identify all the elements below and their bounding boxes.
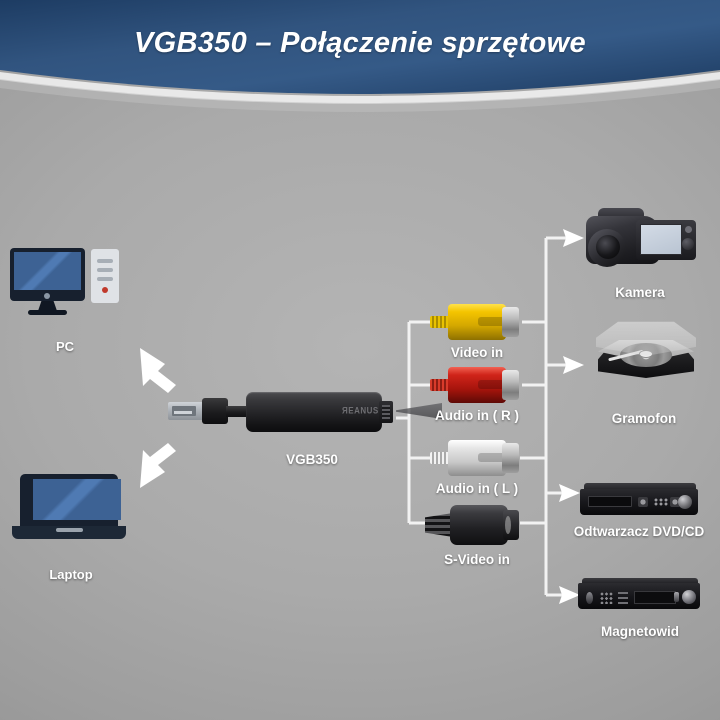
rca-connector-yellow-icon [430, 304, 525, 340]
laptop-base-icon [12, 526, 126, 539]
monitor-body-icon [10, 248, 85, 301]
monitor-led-icon [44, 293, 50, 299]
audio-in-r-label: Audio in ( R ) [435, 408, 519, 423]
vcr-icon [578, 578, 700, 612]
dongle-brand-mark-icon: ЯEANUS [342, 405, 379, 416]
camcorder-lcd-frame-icon [636, 220, 696, 260]
vcr-top-panel-icon [582, 578, 698, 584]
video-in-label: Video in [450, 345, 504, 360]
usb-cable-icon [226, 406, 250, 417]
rca-connector-red-icon [430, 367, 525, 403]
dvd-player-icon [580, 483, 698, 519]
dongle-connector-tip-icon [379, 401, 393, 423]
rca-connector-white-icon [430, 440, 525, 476]
laptop-lid-icon [20, 474, 121, 526]
usb-strain-relief-icon [202, 398, 228, 424]
rca-pin-icon [430, 316, 450, 328]
s-video-connector-icon [425, 505, 523, 545]
laptop-screen-icon [33, 479, 121, 520]
laptop-label: Laptop [49, 567, 93, 582]
vcr-buttons-icon [600, 592, 613, 604]
rca-metal-ring-icon [502, 370, 519, 400]
usb-contact-icon [172, 406, 196, 416]
vgb350-device-icon: ЯEANUS [168, 392, 442, 442]
dvd-control-pad-icon [638, 497, 648, 507]
pc-tower-icon [91, 249, 119, 303]
monitor-stand-neck-icon [38, 301, 57, 311]
magnetowid-label: Magnetowid [601, 624, 679, 639]
camcorder-dial-icon [682, 238, 694, 250]
dvd-tray-icon [588, 496, 632, 507]
tower-power-led-icon [102, 287, 108, 293]
camcorder-button-icon [685, 226, 692, 233]
vgb350-label: VGB350 [286, 452, 338, 467]
audio-in-l-label: Audio in ( L ) [435, 481, 519, 496]
rca-groove-icon [478, 317, 512, 326]
dvd-control-pad-icon [670, 497, 680, 507]
s-video-in-label: S-Video in [444, 552, 510, 567]
tower-slot-icon [97, 268, 113, 272]
rca-pin-icon [430, 452, 450, 464]
pc-icon [10, 248, 120, 328]
rca-groove-icon [478, 380, 512, 389]
monitor-stand-base-icon [28, 310, 67, 315]
laptop-touchpad-icon [56, 528, 83, 532]
gramofon-label: Gramofon [611, 411, 677, 426]
pc-label: PC [55, 339, 75, 354]
rca-pin-icon [430, 379, 450, 391]
tower-slot-icon [97, 277, 113, 281]
header-banner: VGB350 – Połączenie sprzętowe [0, 0, 720, 112]
camcorder-lcd-icon [640, 224, 682, 255]
rca-barrel-icon [448, 440, 512, 476]
dongle-body-icon: ЯEANUS [246, 392, 442, 432]
dvd-player-label: Odtwarzacz DVD/CD [573, 524, 705, 539]
vcr-display-icon [634, 591, 676, 604]
dvd-buttons-icon [654, 498, 668, 506]
rca-barrel-icon [448, 304, 512, 340]
rca-metal-ring-icon [502, 307, 519, 337]
page-title: VGB350 – Połączenie sprzętowe [134, 27, 586, 59]
laptop-icon [12, 474, 130, 544]
kamera-label: Kamera [615, 285, 665, 300]
vcr-switch-icon [674, 592, 679, 602]
s-video-plug-head-icon [503, 510, 519, 540]
tower-slot-icon [97, 259, 113, 263]
camcorder-lens-outer-icon [588, 229, 626, 267]
monitor-screen-icon [14, 252, 81, 290]
dvd-power-knob-icon [678, 495, 692, 509]
vcr-buttons-icon [618, 592, 628, 604]
vcr-jog-dial-icon [682, 590, 696, 604]
vcr-indicator-icon [586, 592, 593, 604]
dvd-front-panel-icon [580, 489, 698, 515]
header-shape [0, 0, 720, 112]
dvd-top-panel-icon [584, 483, 696, 490]
usb-plug-icon [168, 402, 206, 420]
rca-metal-ring-icon [502, 443, 519, 473]
rca-barrel-icon [448, 367, 512, 403]
camcorder-lens-inner-icon [596, 235, 620, 259]
turntable-icon [594, 318, 698, 384]
camcorder-icon [586, 208, 698, 276]
s-video-body-icon [450, 505, 508, 545]
rca-groove-icon [478, 453, 512, 462]
s-video-strain-relief-icon [425, 513, 453, 537]
vcr-front-panel-icon [578, 583, 700, 609]
